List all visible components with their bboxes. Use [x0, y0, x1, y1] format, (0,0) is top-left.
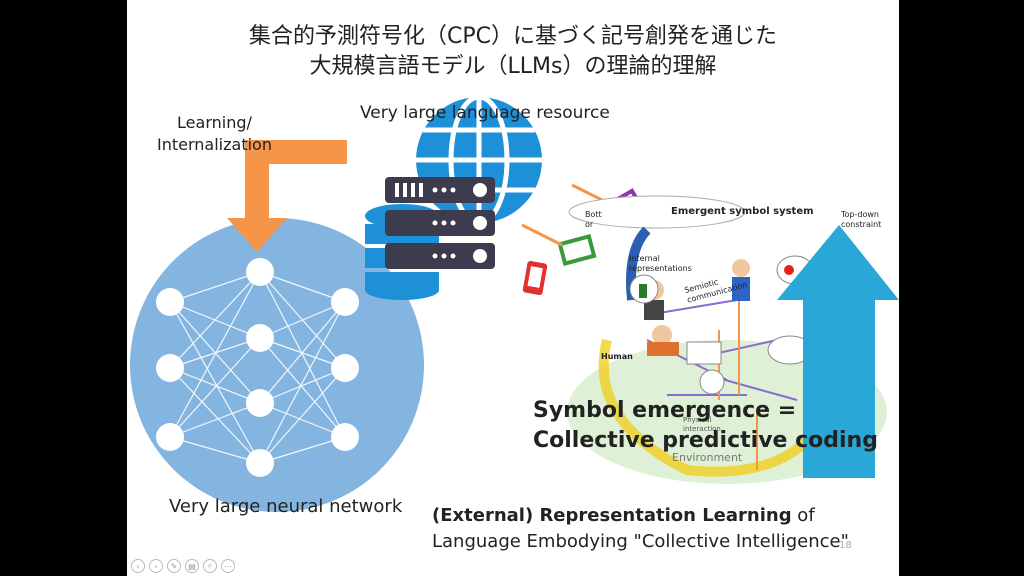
bottom-line1: Bott [585, 210, 602, 219]
learning-label: Learning/ Internalization [157, 112, 272, 156]
topdown-line2: constraint [841, 220, 882, 229]
slides-icon[interactable]: ▤ [185, 559, 199, 573]
resource-label: Very large language resource [360, 103, 610, 123]
prev-icon[interactable]: ‹ [131, 559, 145, 573]
neural-network-nodes [156, 258, 359, 477]
external-representation-text: (External) Representation Learning of La… [432, 503, 849, 555]
more-icon[interactable]: ⋯ [221, 559, 235, 573]
slide-title: 集合的予測符号化（CPC）に基づく記号創発を通じた 大規模言語モデル（LLMs）… [127, 22, 899, 82]
human-label: Human [601, 352, 633, 361]
title-line-2: 大規模言語モデル（LLMs）の理論的理解 [309, 54, 717, 79]
pen-icon[interactable]: ✎ [167, 559, 181, 573]
next-icon[interactable]: › [149, 559, 163, 573]
page-number: 18 [839, 540, 852, 551]
physical-line1: Physical [683, 416, 712, 424]
neural-network-edges [169, 271, 346, 464]
internal-line1: Internal [629, 254, 660, 263]
title-line-1: 集合的予測符号化（CPC）に基づく記号創発を通じた [249, 24, 777, 49]
bottom-line2: or [585, 220, 594, 229]
network-label: Very large neural network [169, 496, 403, 517]
server-icon [385, 177, 495, 269]
learning-line-1: Learning/ [177, 113, 252, 132]
exchange-arrows [521, 183, 603, 247]
physical-line2: interaction [683, 425, 721, 433]
symbol-emergence-text: Symbol emergence = Collective predictive… [533, 396, 878, 456]
learning-arrow [227, 140, 347, 252]
ext-of: of [791, 505, 815, 526]
emergent-symbol-label: Emergent symbol system [671, 206, 814, 217]
environment-label: Environment [672, 451, 743, 464]
slideshow-controls: ‹ › ✎ ▤ ⌕ ⋯ [131, 559, 235, 573]
topdown-line1: Top-down [841, 210, 879, 219]
slide-graphics [130, 94, 899, 512]
symbol-line-1: Symbol emergence = [533, 398, 797, 423]
internal-line2: representations [629, 264, 692, 273]
symbol-line-2: Collective predictive coding [533, 428, 878, 453]
ext-line-2: Language Embodying "Collective Intellige… [432, 531, 849, 552]
ext-bold: (External) Representation Learning [432, 505, 792, 526]
learning-line-2: Internalization [157, 135, 272, 154]
zoom-icon[interactable]: ⌕ [203, 559, 217, 573]
top-down-arrow [777, 225, 899, 478]
